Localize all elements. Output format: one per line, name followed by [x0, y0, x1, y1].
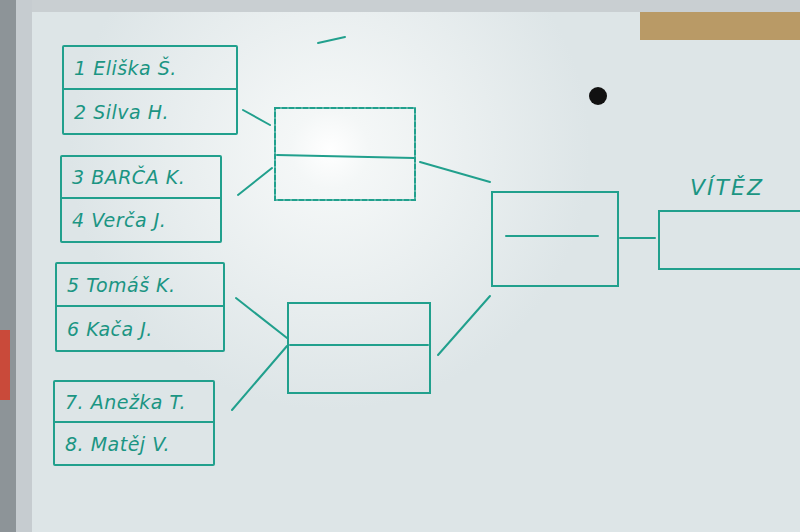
winner-slot — [658, 210, 800, 270]
winner-heading: VÍTĚZ — [658, 166, 800, 210]
player-pair-box: 1 Eliška Š.2 Silva H. — [62, 45, 238, 135]
winner-box: VÍTĚZ — [658, 166, 800, 270]
player-name: 7. Anežka T. — [55, 382, 213, 423]
player-name: 3 BARČA K. — [62, 157, 220, 199]
player-pair-box: 3 BARČA K.4 Verča J. — [60, 155, 222, 243]
player-name: 5 Tomáš K. — [57, 264, 223, 307]
player-name: 6 Kača J. — [57, 307, 223, 350]
player-name: 8. Matěj V. — [55, 423, 213, 464]
player-name: 1 Eliška Š. — [64, 47, 236, 90]
player-pair-box: 5 Tomáš K.6 Kača J. — [55, 262, 225, 352]
player-name: 2 Silva H. — [64, 90, 236, 133]
player-pair-box: 7. Anežka T.8. Matěj V. — [53, 380, 215, 466]
player-name: 4 Verča J. — [62, 199, 220, 241]
